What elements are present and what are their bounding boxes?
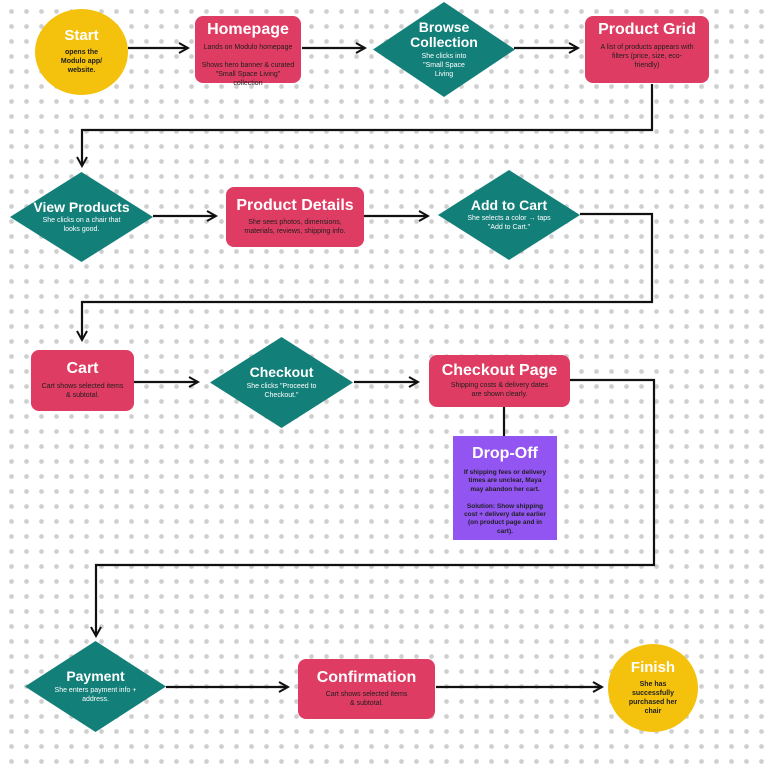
node-product-grid-desc: A list of products appears with filters … (600, 43, 694, 69)
node-finish: Finish She has successfully purchased he… (608, 644, 698, 732)
node-product-details-desc: She sees photos, dimensions, materials, … (244, 219, 346, 236)
node-add-to-cart-title: Add to Cart (470, 196, 548, 213)
node-start-desc: opens the Modulo app/ website. (60, 49, 103, 75)
node-browse-collection-desc: She clicks into "Small Space Living (421, 52, 467, 78)
node-start-title: Start (64, 27, 99, 45)
node-confirmation-desc: Cart shows selected items & subtotal. (325, 691, 408, 708)
node-view-products-title: View Products (33, 198, 130, 215)
node-confirmation: Confirmation Cart shows selected items &… (298, 659, 435, 719)
node-drop-off: Drop-Off If shipping fees or delivery ti… (453, 436, 557, 540)
node-checkout-page-desc: Shipping costs & delivery dates are show… (450, 382, 549, 399)
node-homepage-desc: Lands on Modulo homepage Shows hero bann… (201, 43, 295, 88)
node-product-grid: Product Grid A list of products appears … (585, 16, 709, 83)
node-browse-collection-title: Browse Collection (410, 19, 478, 50)
node-product-details: Product Details She sees photos, dimensi… (226, 187, 364, 247)
node-cart: Cart Cart shows selected items & subtota… (31, 350, 134, 411)
node-finish-desc: She has successfully purchased her chair (628, 680, 678, 715)
node-checkout-desc: She clicks "Proceed to Checkout." (246, 382, 317, 399)
node-product-grid-title: Product Grid (598, 21, 696, 38)
node-homepage-title: Homepage (207, 21, 289, 38)
node-add-to-cart-desc: She selects a color → taps "Add to Cart.… (467, 215, 551, 232)
node-checkout-title: Checkout (249, 364, 314, 381)
connector-add-to-cart-cart (82, 212, 654, 340)
node-drop-off-desc: If shipping fees or delivery times are u… (463, 468, 547, 535)
node-view-products-desc: She clicks on a chair that looks good. (42, 217, 121, 234)
node-payment-desc: She enters payment info + address. (54, 686, 137, 703)
node-homepage: Homepage Lands on Modulo homepage Shows … (195, 16, 301, 87)
node-checkout-page: Checkout Page Shipping costs & delivery … (429, 355, 570, 407)
node-cart-title: Cart (66, 360, 99, 377)
node-payment-title: Payment (66, 668, 125, 685)
connector-checkout-page-payment (96, 378, 656, 636)
node-start: Start opens the Modulo app/ website. (35, 9, 128, 95)
node-drop-off-title: Drop-Off (472, 445, 538, 462)
node-checkout-page-title: Checkout Page (441, 361, 558, 379)
node-product-details-title: Product Details (236, 196, 354, 214)
connector-product-grid-view-products (82, 84, 654, 166)
node-confirmation-title: Confirmation (316, 668, 417, 686)
node-cart-desc: Cart shows selected items & subtotal. (41, 382, 124, 399)
node-finish-title: Finish (630, 658, 676, 676)
